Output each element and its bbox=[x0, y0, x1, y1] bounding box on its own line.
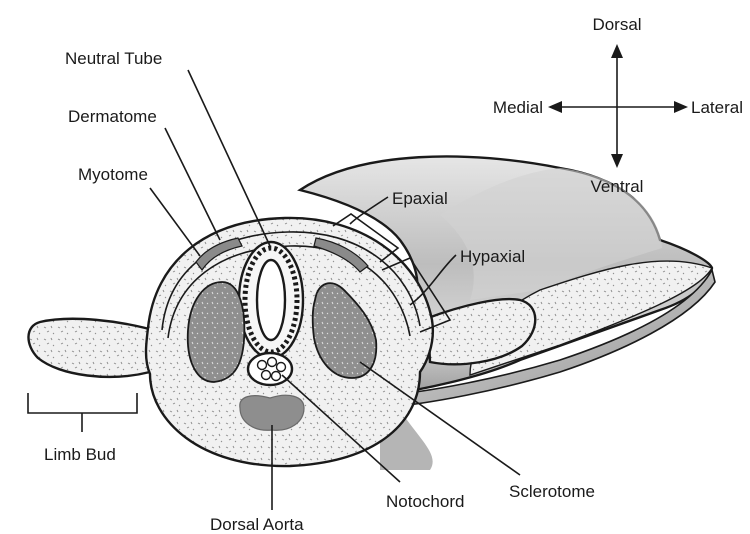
label-dermatome: Dermatome bbox=[68, 107, 157, 126]
arrow-left-icon bbox=[548, 101, 562, 113]
neural-tube-leader bbox=[188, 70, 270, 246]
compass-lateral: Lateral bbox=[691, 98, 743, 117]
arrow-down-icon bbox=[611, 154, 623, 168]
limb-bud-bracket bbox=[28, 393, 137, 432]
myotome-leader bbox=[150, 188, 200, 256]
label-hypaxial: Hypaxial bbox=[460, 247, 525, 266]
label-neural-tube: Neutral Tube bbox=[65, 49, 162, 68]
compass-dorsal: Dorsal bbox=[592, 15, 641, 34]
neural-tube bbox=[239, 242, 303, 358]
label-epaxial: Epaxial bbox=[392, 189, 448, 208]
label-myotome: Myotome bbox=[78, 165, 148, 184]
notochord bbox=[248, 353, 292, 385]
left-limb-bud bbox=[28, 319, 160, 377]
compass-ventral: Ventral bbox=[591, 177, 644, 196]
arrow-right-icon bbox=[674, 101, 688, 113]
label-sclerotome: Sclerotome bbox=[509, 482, 595, 501]
label-dorsal-aorta: Dorsal Aorta bbox=[210, 515, 304, 534]
label-notochord: Notochord bbox=[386, 492, 464, 511]
arrow-up-icon bbox=[611, 44, 623, 58]
label-limb-bud: Limb Bud bbox=[44, 445, 116, 464]
dermatome-leader bbox=[165, 128, 220, 240]
compass-medial: Medial bbox=[493, 98, 543, 117]
